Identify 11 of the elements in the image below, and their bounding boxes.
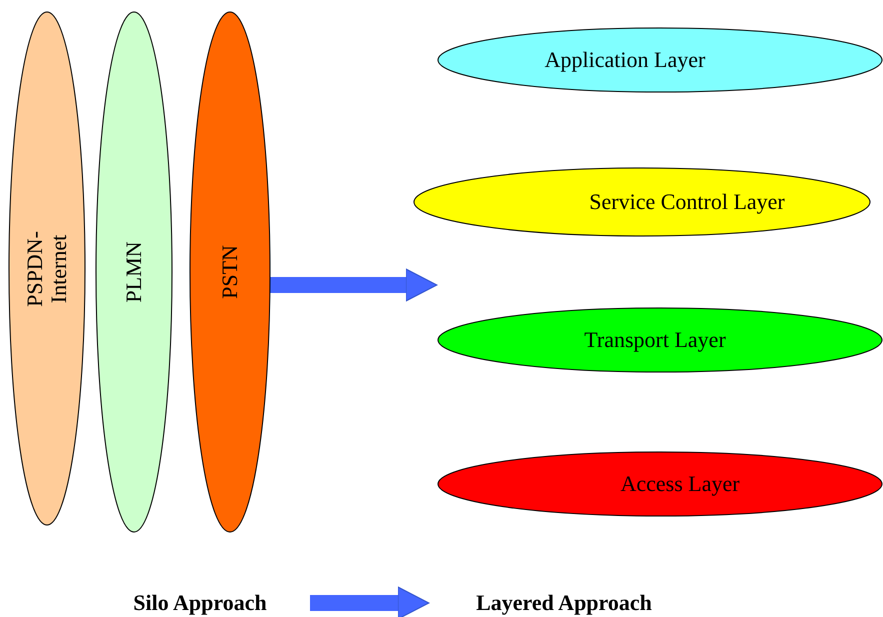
layer-label: Application Layer <box>544 48 706 72</box>
network-label: PSTN <box>218 245 242 299</box>
approach-caption: Silo Approach <box>133 590 267 616</box>
approach-caption: Layered Approach <box>476 590 652 616</box>
layer-label: Access Layer <box>620 472 740 496</box>
block-arrow <box>310 586 430 617</box>
network-label: PLMN <box>122 241 146 303</box>
layer-label: Service Control Layer <box>589 190 785 214</box>
layer-label: Transport Layer <box>584 328 726 352</box>
network-label: PSPDN- Internet <box>22 230 72 308</box>
block-arrow <box>270 268 438 302</box>
